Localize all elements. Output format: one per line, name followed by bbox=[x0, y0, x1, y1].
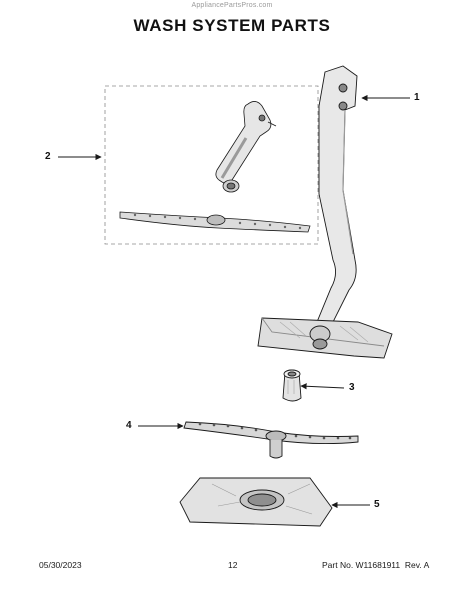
callout-4: 4 bbox=[126, 420, 132, 431]
callout-3: 3 bbox=[349, 382, 355, 393]
callout-1: 1 bbox=[414, 92, 420, 103]
feed-tube-part bbox=[257, 65, 393, 359]
callout-5: 5 bbox=[374, 499, 380, 510]
footer-date: 05/30/2023 bbox=[39, 560, 82, 570]
plate-part bbox=[179, 477, 333, 527]
watermark: AppliancePartsPros.com bbox=[191, 2, 273, 9]
lower-spray-arm-part bbox=[183, 421, 359, 459]
upper-spray-tube-part bbox=[215, 101, 277, 193]
footer-page-number: 12 bbox=[228, 560, 238, 570]
page-title: WASH SYSTEM PARTS bbox=[133, 16, 331, 35]
nozzle-part bbox=[282, 369, 302, 402]
callout-2: 2 bbox=[45, 151, 51, 162]
kit-dashed-box bbox=[104, 85, 319, 245]
footer-part-number: Part No. W11681911 Rev. A bbox=[322, 560, 430, 570]
leader-3 bbox=[300, 383, 345, 390]
upper-spray-arm-part bbox=[119, 211, 311, 233]
